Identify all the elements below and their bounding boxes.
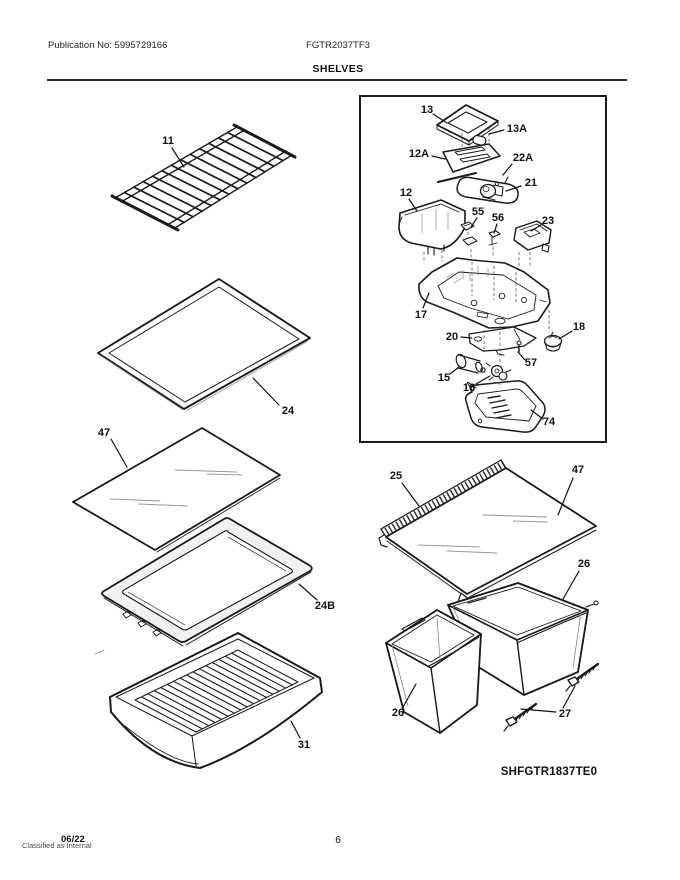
part-label-55: 55 (471, 206, 485, 218)
assembly-code: SHFGTR1837TE0 (500, 766, 598, 778)
part-26-bins-drawing (385, 582, 599, 734)
part-12-drawing (398, 199, 466, 256)
part-20-drawing (468, 326, 537, 356)
part-22a-drawing (456, 176, 519, 204)
part-label-74: 74 (542, 416, 556, 428)
part-27-rails-drawing (503, 662, 600, 732)
part-74-drawing (464, 380, 546, 433)
part-55-drawing (460, 221, 478, 246)
part-24b-frame-drawing (94, 517, 313, 655)
part-57-drawing (516, 340, 522, 353)
model-number: FGTR2037TF3 (306, 40, 370, 51)
part-24-glass-shelf-drawing (97, 278, 311, 412)
part-13a-drawing (472, 134, 487, 146)
part-23-drawing (513, 220, 552, 253)
part-21-drawing (479, 182, 504, 201)
part-56-drawing (488, 230, 501, 246)
part-17-drawing (418, 257, 551, 329)
part-label-24b: 24B (314, 600, 336, 612)
part-label-21: 21 (524, 177, 538, 189)
part-18-drawing (543, 331, 563, 352)
footer-date: 06/22 (61, 834, 85, 845)
part-label-25: 25 (389, 470, 403, 482)
inset-box (359, 95, 607, 443)
rail-lower (503, 702, 538, 732)
part-label-26-upper: 26 (577, 558, 591, 570)
part-label-23: 23 (541, 215, 555, 227)
part-47-left-glass-drawing (72, 427, 281, 553)
part-11-wire-shelf-drawing (110, 123, 297, 232)
projection-lines (423, 128, 550, 388)
publication-number: Publication No: 5995729166 (48, 40, 168, 51)
part-label-27: 27 (558, 708, 572, 720)
part-label-17: 17 (414, 309, 428, 321)
part-label-12: 12 (399, 187, 413, 199)
page-number: 6 (335, 835, 341, 846)
part-label-18: 18 (572, 321, 586, 333)
part-label-16: 16 (462, 382, 476, 394)
part-label-12a: 12A (408, 148, 430, 160)
part-25-shelf-drawing (378, 459, 597, 615)
part-31-pan-drawing (109, 632, 323, 769)
part-label-15: 15 (437, 372, 451, 384)
rail-upper (565, 662, 600, 692)
part-label-11: 11 (162, 135, 174, 147)
part-label-24: 24 (281, 405, 295, 417)
part-label-31: 31 (297, 739, 311, 751)
part-label-20: 20 (445, 331, 459, 343)
part-label-56: 56 (491, 212, 505, 224)
part-13-drawing (436, 104, 499, 146)
part-label-26-lower: 26 (391, 707, 405, 719)
part-label-13a: 13A (506, 123, 528, 135)
leader-lines (110, 113, 580, 739)
part-label-22a: 22A (512, 152, 534, 164)
page-title: SHELVES (312, 63, 364, 75)
part-16-drawing (485, 362, 512, 381)
part-label-13: 13 (420, 104, 434, 116)
part-label-47-left: 47 (97, 427, 111, 439)
part-label-47-right: 47 (571, 464, 585, 476)
inset-parts-drawing (398, 104, 563, 433)
watermark-text: Classified as Internal (22, 841, 92, 850)
header-rule (47, 79, 627, 81)
part-label-57: 57 (524, 357, 538, 369)
part-15-drawing (455, 353, 486, 374)
part-12a-drawing (437, 143, 501, 183)
